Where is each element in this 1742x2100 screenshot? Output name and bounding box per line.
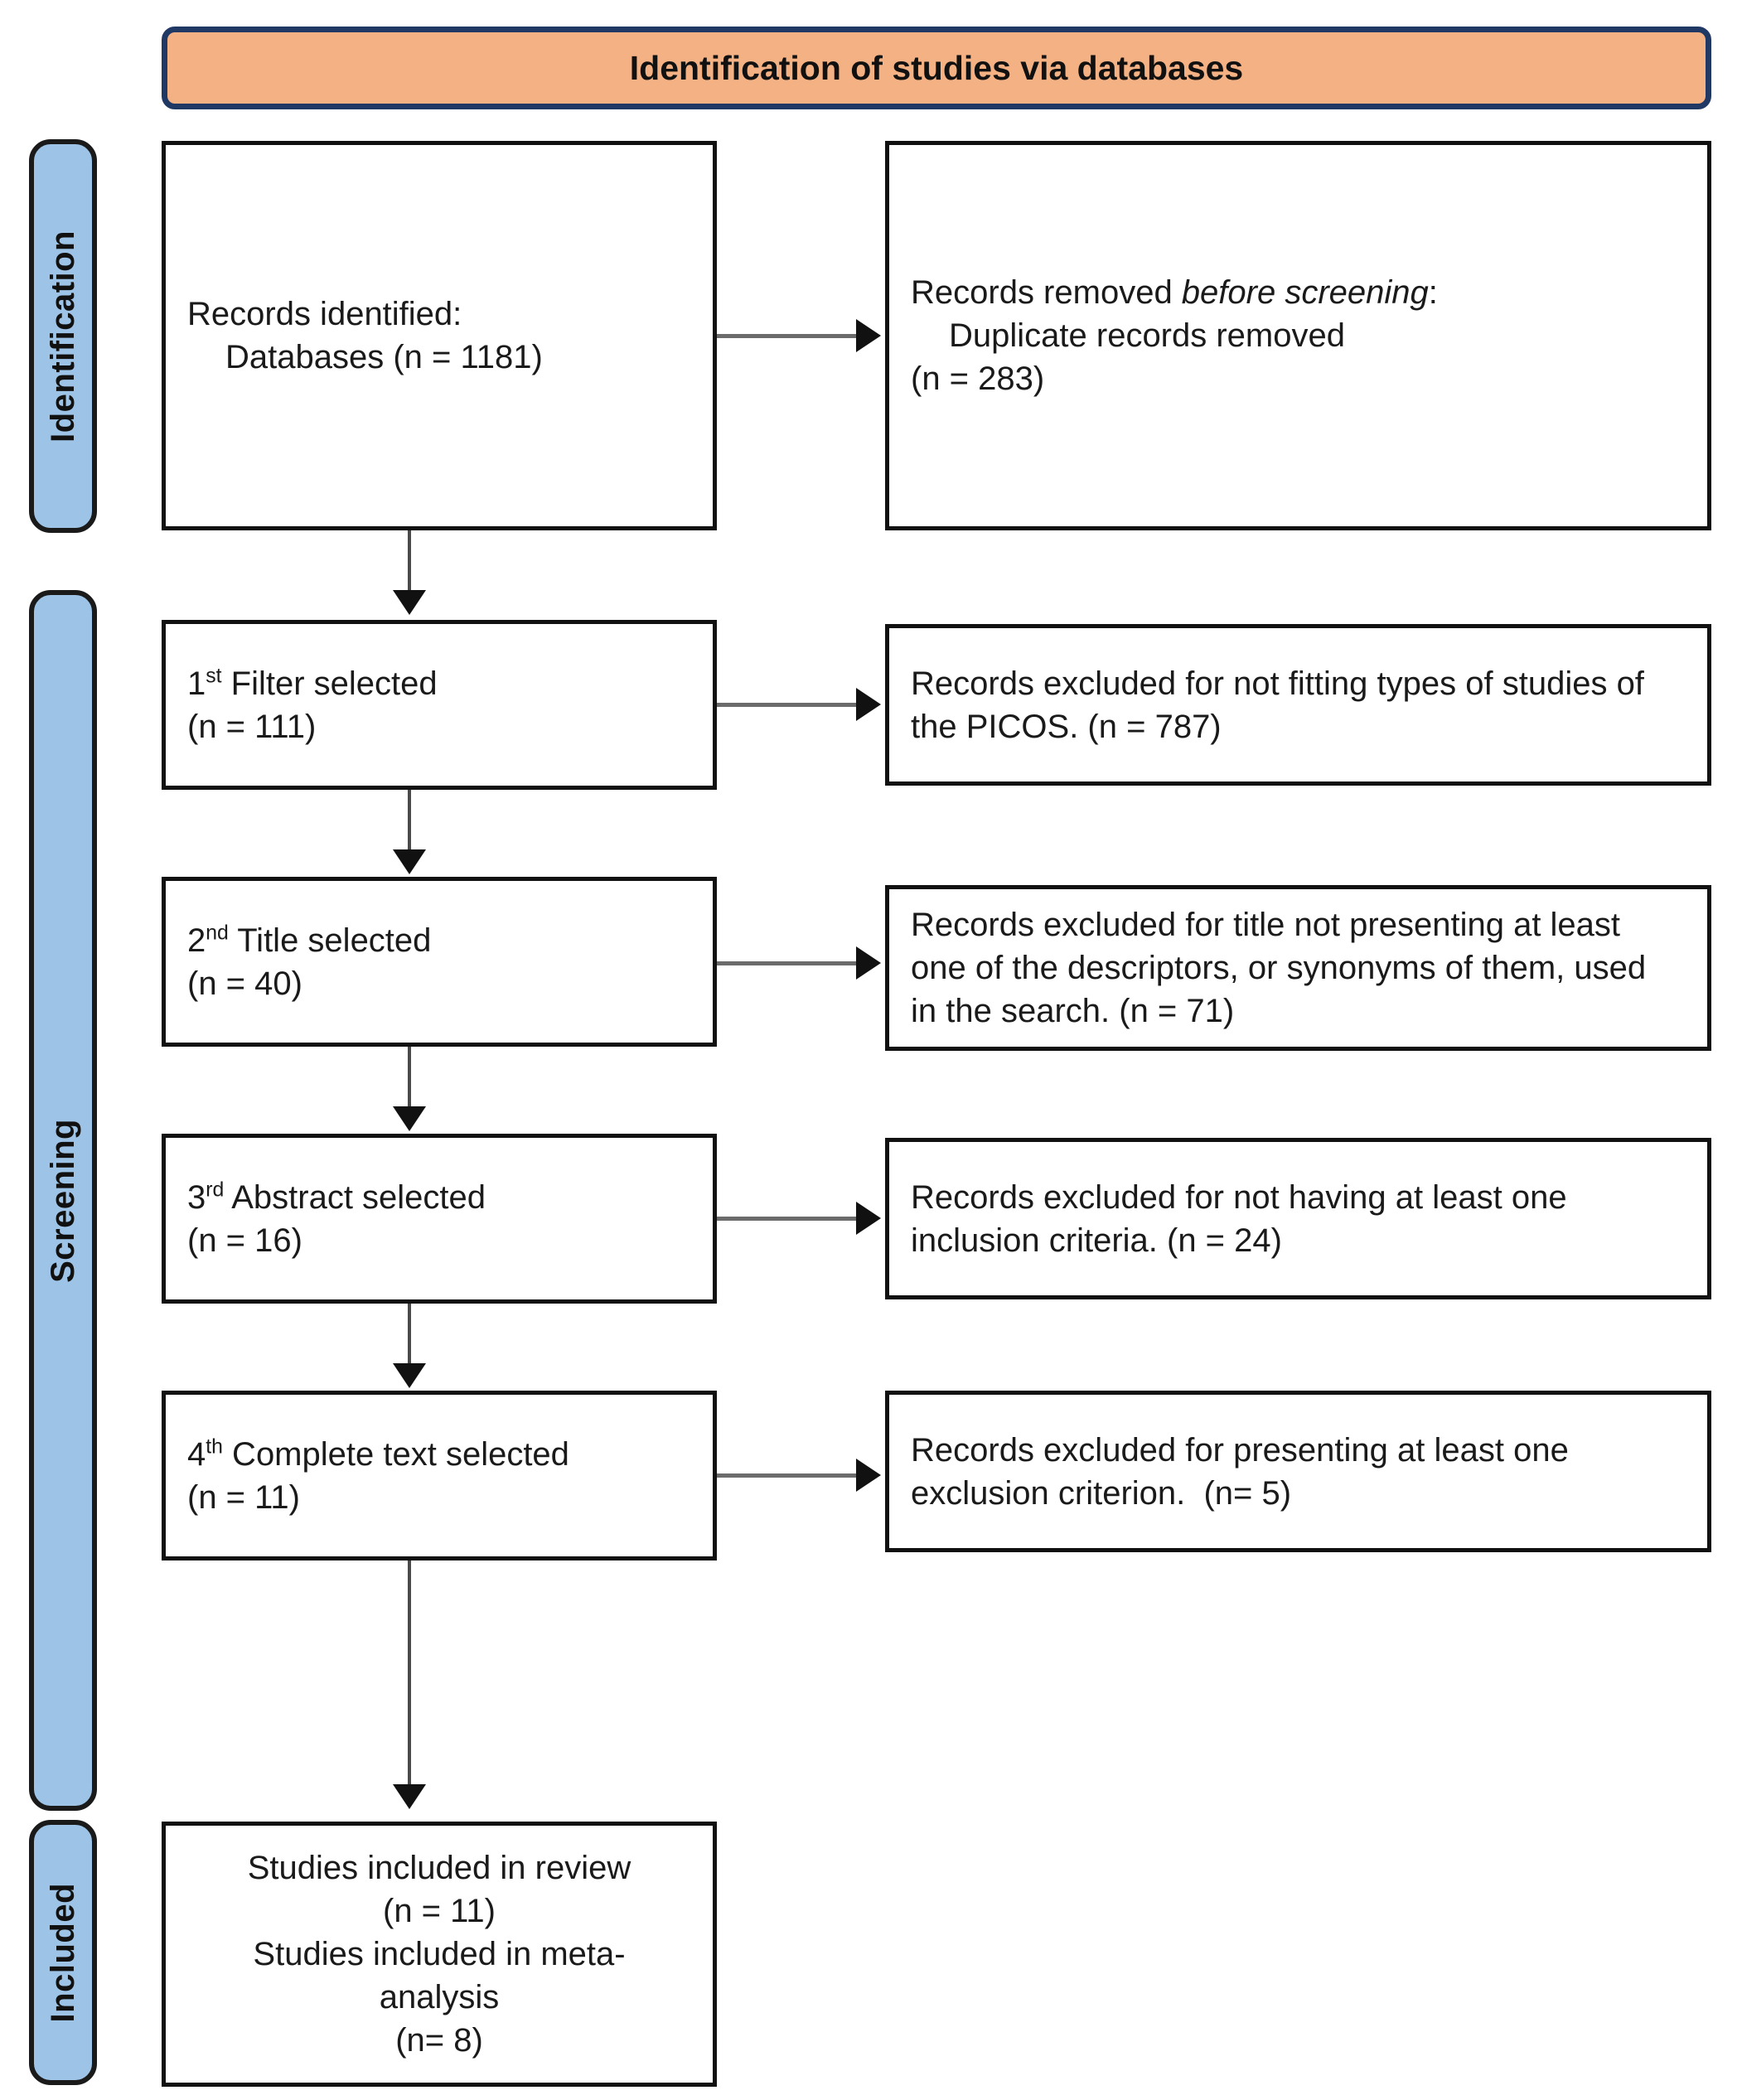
filter-2-count: (n = 40): [187, 965, 302, 1002]
records-removed-line1: Records removed before screening:: [911, 271, 1686, 314]
connector-filter3-to-excluded3: [717, 1217, 858, 1221]
box-excluded-3: Records excluded for not having at least…: [885, 1138, 1711, 1299]
box-records-identified: Records identified: Databases (n = 1181): [162, 141, 717, 530]
filter-2-ordinal-num: 2: [187, 922, 206, 959]
stage-label-identification-text: Identification: [44, 230, 81, 443]
filter-1-ordinal-num: 1: [187, 665, 206, 702]
excluded-4-line1: Records excluded for presenting at least…: [911, 1431, 1569, 1469]
filter-2-label: 2nd Title selected: [187, 919, 691, 962]
filter-3-ordinal-sup: rd: [206, 1178, 225, 1202]
connector-filter1-to-excluded1: [717, 703, 858, 707]
filter-3-label-text: Abstract selected: [224, 1178, 486, 1216]
filter-1-count: (n = 111): [187, 708, 317, 745]
included-line5: (n= 8): [395, 2022, 483, 2059]
arrow-filter1-to-filter2: [393, 849, 426, 874]
arrow-filter4-to-excluded4: [856, 1459, 881, 1492]
connector-identified-to-filter1: [408, 530, 411, 595]
stage-label-included: Included: [29, 1820, 97, 2085]
excluded-2-line2: one of the descriptors, or synonyms of t…: [911, 950, 1647, 986]
excluded-1-line1: Records excluded for not fitting types o…: [911, 665, 1644, 702]
arrow-filter2-to-filter3: [393, 1106, 426, 1131]
connector-filter1-to-filter2: [408, 790, 411, 854]
records-removed-italic: before screening: [1181, 274, 1429, 311]
filter-1-ordinal-sup: st: [206, 665, 222, 688]
excluded-4-line2: exclusion criterion. (n= 5): [911, 1474, 1292, 1512]
filter-4-count: (n = 11): [187, 1478, 300, 1516]
excluded-1-line2: the PICOS. (n = 787): [911, 708, 1222, 745]
excluded-2-line1: Records excluded for title not presentin…: [911, 907, 1621, 943]
box-excluded-1: Records excluded for not fitting types o…: [885, 624, 1711, 786]
arrow-filter3-to-excluded3: [856, 1202, 881, 1235]
filter-1-label: 1st Filter selected: [187, 662, 691, 705]
diagram-title-banner: Identification of studies via databases: [162, 27, 1711, 109]
arrow-identified-to-filter1: [393, 590, 426, 615]
filter-2-label-text: Title selected: [228, 922, 432, 959]
stage-label-included-text: Included: [44, 1882, 81, 2023]
records-identified-line1: Records identified:: [187, 296, 462, 332]
filter-3-count: (n = 16): [187, 1222, 302, 1259]
filter-4-label-text: Complete text selected: [222, 1435, 569, 1473]
excluded-2-line3: in the search. (n = 71): [911, 993, 1235, 1029]
excluded-3-line2: inclusion criteria. (n = 24): [911, 1222, 1282, 1259]
filter-3-ordinal-num: 3: [187, 1178, 206, 1216]
filter-4-label: 4th Complete text selected: [187, 1433, 691, 1476]
box-excluded-2: Records excluded for title not presentin…: [885, 885, 1711, 1051]
connector-filter2-to-filter3: [408, 1047, 411, 1111]
connector-filter2-to-excluded2: [717, 961, 858, 965]
stage-label-screening: Screening: [29, 590, 97, 1811]
included-line2: (n = 11): [383, 1893, 496, 1929]
connector-filter4-to-excluded4: [717, 1473, 858, 1478]
records-identified-line2: Databases (n = 1181): [225, 339, 543, 375]
included-line3: Studies included in meta-: [253, 1936, 626, 1972]
included-line4: analysis: [379, 1979, 500, 2015]
connector-filter3-to-filter4: [408, 1304, 411, 1368]
arrow-filter4-to-included: [393, 1784, 426, 1809]
box-excluded-4: Records excluded for presenting at least…: [885, 1391, 1711, 1552]
stage-label-screening-text: Screening: [44, 1118, 81, 1283]
box-filter-2: 2nd Title selected (n = 40): [162, 877, 717, 1047]
included-line1: Studies included in review: [247, 1850, 631, 1886]
box-studies-included: Studies included in review (n = 11) Stud…: [162, 1822, 717, 2087]
box-filter-4: 4th Complete text selected (n = 11): [162, 1391, 717, 1560]
filter-4-ordinal-num: 4: [187, 1435, 206, 1473]
filter-2-ordinal-sup: nd: [206, 922, 229, 945]
records-removed-prefix: Records removed: [911, 274, 1182, 311]
arrow-filter1-to-excluded1: [856, 688, 881, 721]
records-removed-suffix: :: [1428, 274, 1438, 311]
connector-filter4-to-included: [408, 1560, 411, 1789]
records-removed-line3: (n = 283): [911, 360, 1045, 397]
arrow-identified-to-removed: [856, 319, 881, 352]
excluded-3-line1: Records excluded for not having at least…: [911, 1178, 1567, 1216]
box-filter-3: 3rd Abstract selected (n = 16): [162, 1134, 717, 1304]
filter-3-label: 3rd Abstract selected: [187, 1176, 691, 1219]
box-records-removed: Records removed before screening: Duplic…: [885, 141, 1711, 530]
connector-identified-to-removed: [717, 334, 858, 338]
arrow-filter3-to-filter4: [393, 1363, 426, 1388]
records-removed-line2: Duplicate records removed: [949, 317, 1345, 354]
filter-1-label-text: Filter selected: [221, 665, 438, 702]
arrow-filter2-to-excluded2: [856, 946, 881, 980]
diagram-title: Identification of studies via databases: [629, 48, 1244, 87]
filter-4-ordinal-sup: th: [206, 1435, 223, 1459]
stage-label-identification: Identification: [29, 139, 97, 533]
box-filter-1: 1st Filter selected (n = 111): [162, 620, 717, 790]
